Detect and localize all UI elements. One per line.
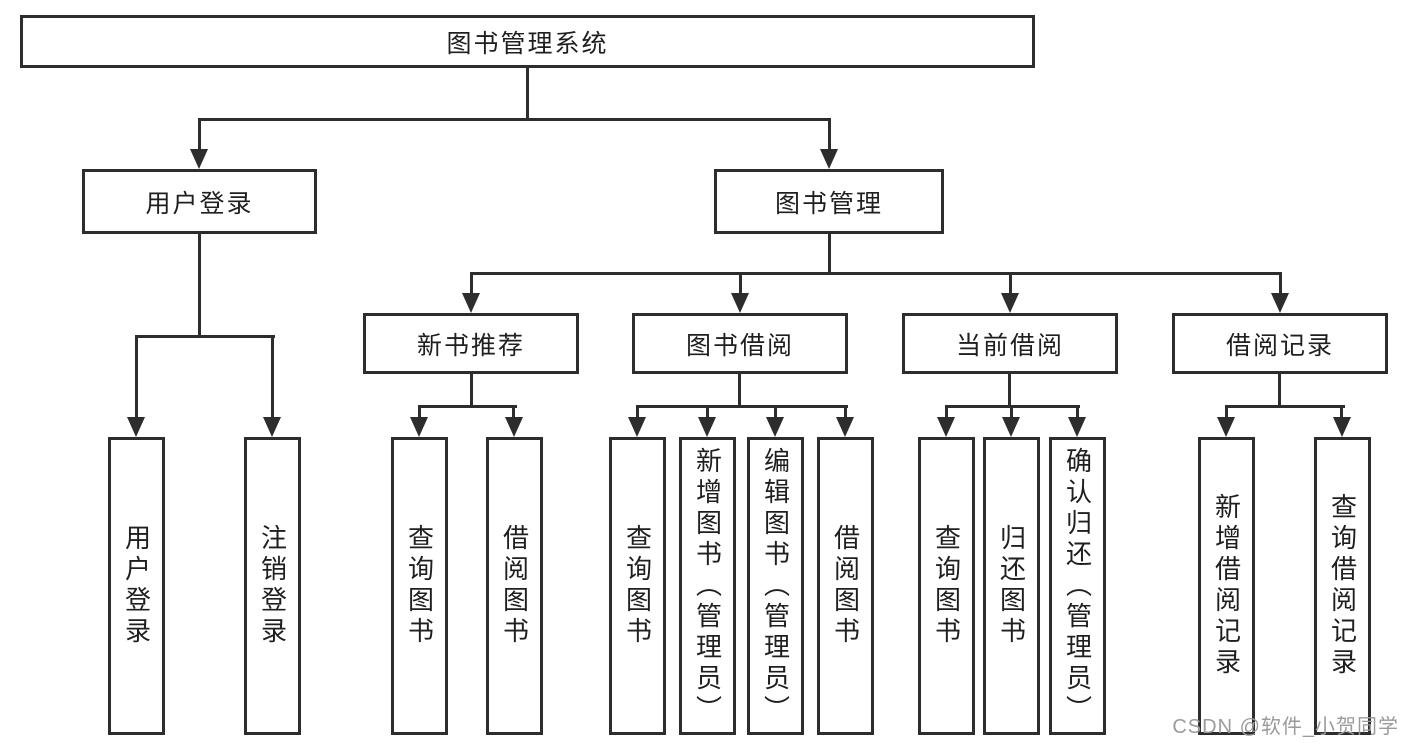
arrowhead-down-icon [1001,293,1019,313]
connector-line [1225,405,1345,408]
leaf-borrow-books-borrowing: 借阅图书 [817,437,874,735]
node-book-management: 图书管理 [714,169,944,234]
connector-line [1008,374,1011,408]
connector-line [1278,374,1281,408]
arrowhead-down-icon [698,417,716,437]
connector-line [844,405,847,419]
arrowhead-down-icon [190,149,208,169]
node-borrow-records: 借阅记录 [1172,313,1388,374]
leaf-query-borrow-record: 查询借阅记录 [1314,437,1371,735]
csdn-watermark: CSDN @软件_小贺同学 [1172,716,1399,738]
leaf-query-books-current: 查询图书 [918,437,975,735]
node-book-borrowing: 图书借阅 [632,313,848,374]
connector-line [526,68,529,121]
connector-line [1009,272,1012,295]
connector-line [636,405,639,419]
connector-line [418,405,517,408]
leaf-logout: 注销登录 [244,437,301,735]
connector-line [271,335,274,419]
leaf-query-books-borrowing: 查询图书 [609,437,666,735]
connector-line [945,405,948,419]
leaf-edit-book-admin: 编辑图书（管理员） [747,437,804,735]
arrowhead-down-icon [263,417,281,437]
connector-line [828,234,831,275]
node-new-book-recommend: 新书推荐 [363,313,579,374]
arrowhead-down-icon [731,293,749,313]
node-user-login: 用户登录 [82,169,317,234]
connector-line [470,272,473,295]
connector-line [470,374,473,408]
arrowhead-down-icon [820,149,838,169]
connector-line [198,234,201,338]
arrowhead-down-icon [937,417,955,437]
connector-line [706,405,709,419]
arrowhead-down-icon [505,417,523,437]
arrowhead-down-icon [410,417,428,437]
connector-line [418,405,421,419]
arrowhead-down-icon [1068,417,1086,437]
connector-line [636,405,848,408]
arrowhead-down-icon [1217,417,1235,437]
connector-line [135,335,275,338]
connector-line [1076,405,1079,419]
connector-line [1225,405,1228,419]
connector-line [512,405,515,419]
connector-line [1279,272,1282,295]
arrowhead-down-icon [628,417,646,437]
arrowhead-down-icon [836,417,854,437]
connector-line [198,118,831,121]
connector-line [1340,405,1343,419]
node-root-system: 图书管理系统 [20,15,1035,68]
leaf-add-book-admin: 新增图书（管理员） [679,437,736,735]
arrowhead-down-icon [766,417,784,437]
leaf-user-login: 用户登录 [108,437,165,735]
arrowhead-down-icon [1002,417,1020,437]
node-current-borrowing: 当前借阅 [902,313,1118,374]
arrowhead-down-icon [127,417,145,437]
connector-line [739,272,742,295]
connector-line [198,118,201,150]
connector-line [470,272,1282,275]
leaf-confirm-return-admin: 确认归还（管理员） [1049,437,1106,735]
arrowhead-down-icon [462,293,480,313]
connector-line [828,118,831,150]
arrowhead-down-icon [1271,293,1289,313]
leaf-add-borrow-record: 新增借阅记录 [1198,437,1255,735]
leaf-query-books-recommend: 查询图书 [391,437,448,735]
connector-line [135,335,138,419]
leaf-borrow-books-recommend: 借阅图书 [486,437,543,735]
arrowhead-down-icon [1333,417,1351,437]
connector-line [738,374,741,408]
connector-line [1010,405,1013,419]
leaf-return-books: 归还图书 [983,437,1040,735]
connector-line [774,405,777,419]
